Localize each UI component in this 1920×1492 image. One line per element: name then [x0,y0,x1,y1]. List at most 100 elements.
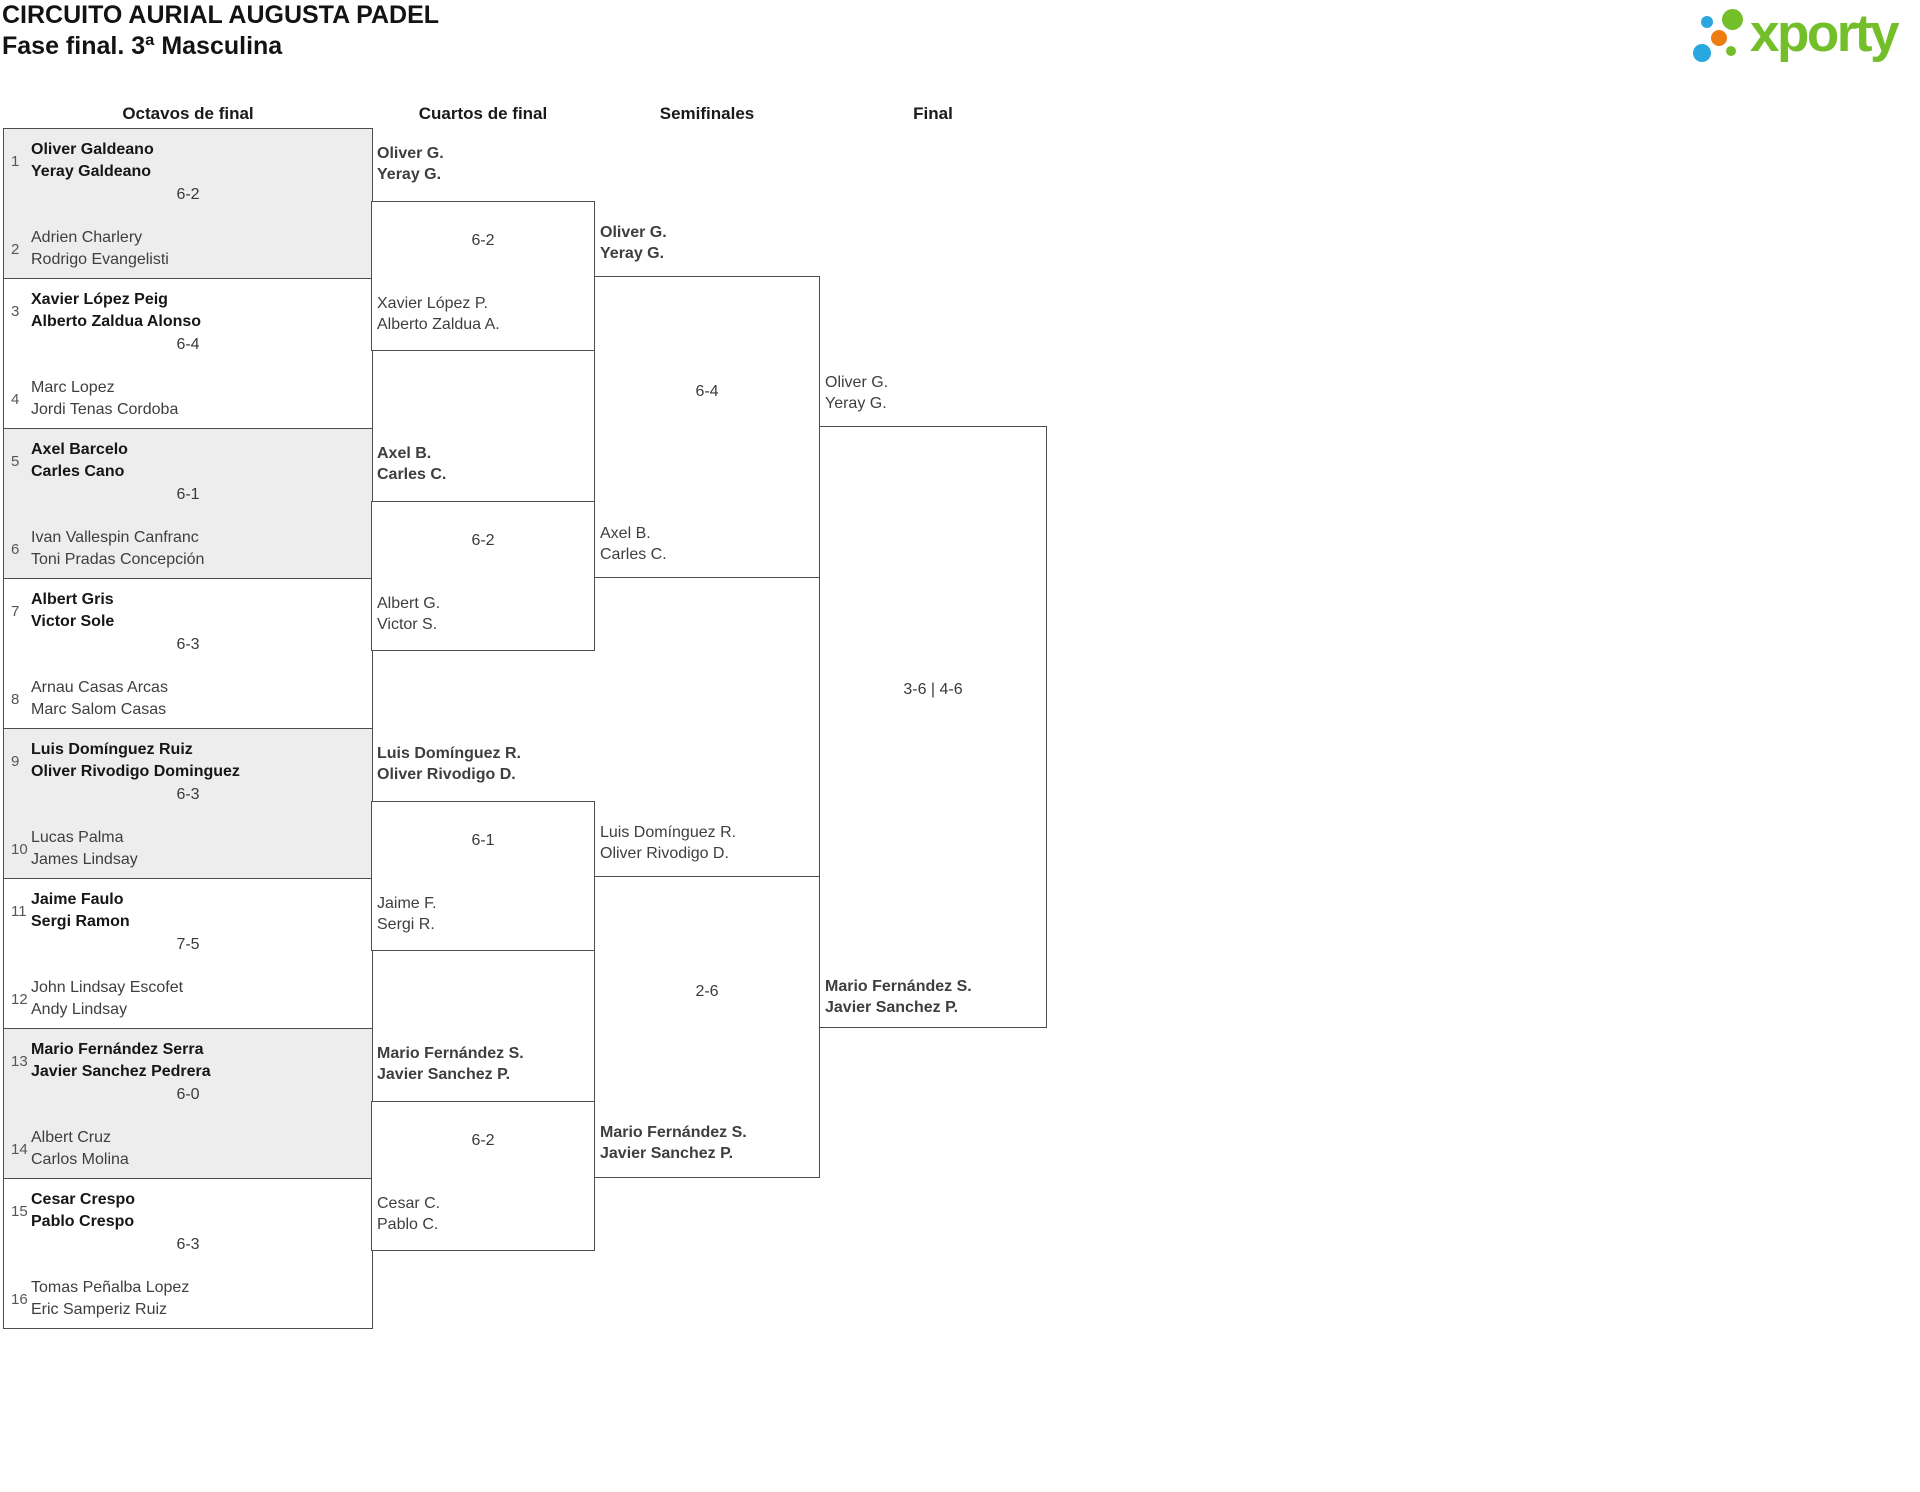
qf-match-2-box [371,501,595,651]
seed-number: 8 [11,690,20,708]
qf-match-1-score: 6-2 [471,232,495,249]
final-bottom-team: Mario Fernández S.Javier Sanchez P. [825,978,972,1016]
sf-match-1-box [594,276,820,578]
seed-number: 16 [11,1290,28,1308]
seed-number: 15 [11,1202,28,1220]
match-score: 7-5 [176,936,200,953]
seed-number: 5 [11,452,20,470]
seed-number: 13 [11,1052,28,1070]
qf-match-2-top-team: Axel B.Carles C. [377,445,447,483]
seed-number: 12 [11,990,28,1008]
qf-match-1-bottom-team: Xavier López P.Alberto Zaldua A. [377,295,500,333]
page-subtitle: Fase final. 3ª Masculina [2,32,283,60]
seed-number: 2 [11,240,20,258]
logo-dot-orange [1711,30,1727,46]
seed-number: 9 [11,752,20,770]
seed-number: 6 [11,540,20,558]
logo-dot-blue-small [1701,16,1713,28]
page-title: CIRCUITO AURIAL AUGUSTA PADEL [2,1,440,29]
seed-number: 14 [11,1140,28,1158]
match-score: 6-1 [176,486,200,503]
logo-dot-green-large [1722,9,1743,30]
qf-match-2-score: 6-2 [471,532,495,549]
qf-match-4-box [371,1101,595,1251]
qf-match-1-top-team: Oliver G.Yeray G. [377,145,444,183]
sf-match-1-bottom-team: Axel B.Carles C. [600,525,667,563]
match-score: 6-0 [176,1086,200,1103]
seed-number: 7 [11,602,20,620]
round-header-octavos: Octavos de final [122,104,254,123]
qf-match-4-top-team: Mario Fernández S.Javier Sanchez P. [377,1045,524,1083]
qf-match-3-bottom-team: Jaime F.Sergi R. [377,895,437,933]
qf-match-4-score: 6-2 [471,1132,495,1149]
seed-number: 11 [11,902,27,920]
sf-match-1-score: 6-4 [695,383,719,400]
qf-match-3-top-team: Luis Domínguez R.Oliver Rivodigo D. [377,745,521,783]
final-top-team: Oliver G.Yeray G. [825,374,889,412]
match-score: 6-3 [176,1236,200,1253]
round-header-semifinales: Semifinales [659,104,755,123]
sf-match-2-score: 2-6 [695,983,719,1000]
seed-number: 3 [11,302,20,320]
match-score: 6-2 [176,186,200,203]
logo-dot-green-small [1726,46,1736,56]
seed-number: 10 [11,840,28,858]
sf-match-2-bottom-team: Mario Fernández S.Javier Sanchez P. [600,1124,747,1162]
qf-match-3-score: 6-1 [471,832,495,849]
round-header-final: Final [913,104,953,123]
match-score: 6-4 [176,336,200,353]
final-match-box [819,426,1047,1028]
qf-match-3-box [371,801,595,951]
match-score: 6-3 [176,636,200,653]
sf-match-2-box [594,876,820,1178]
final-score: 3-6 | 4-6 [903,681,963,698]
sf-match-2-top-team: Luis Domínguez R.Oliver Rivodigo D. [600,824,737,862]
qf-match-2-bottom-team: Albert G.Victor S. [377,595,441,633]
logo-wordmark: xporty [1750,4,1899,63]
seed-number: 1 [11,152,20,170]
round-header-cuartos: Cuartos de final [418,104,548,123]
logo-dot-blue-large [1693,44,1711,62]
sf-match-1-top-team: Oliver G.Yeray G. [600,224,667,262]
match-score: 6-3 [176,786,200,803]
seed-number: 4 [11,390,20,408]
